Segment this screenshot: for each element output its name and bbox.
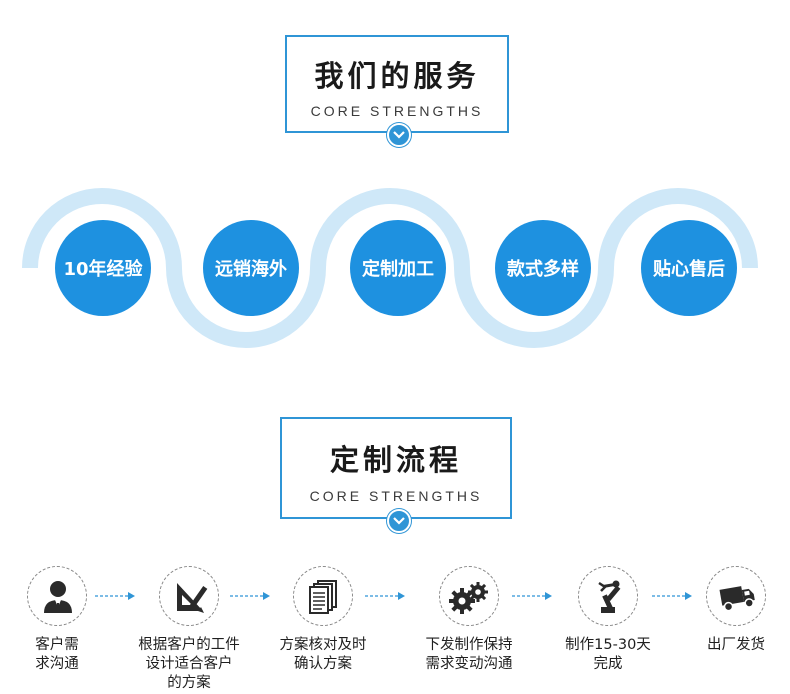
arrow-right-icon — [512, 592, 552, 600]
step-label-communication: 客户需 求沟通 — [35, 637, 79, 672]
chevron-down-icon — [387, 509, 411, 533]
chevron-down-icon — [387, 123, 411, 147]
design-tools-icon — [159, 566, 219, 626]
gears-icon — [439, 566, 499, 626]
arrow-right-icon — [230, 592, 270, 600]
step-label-production-communication: 下发制作保持 需求变动沟通 — [425, 637, 513, 672]
service-item-export: 远销海外 — [203, 220, 299, 316]
services-title-box: 我们的服务 CORE STRENGTHS — [285, 35, 509, 133]
step-label-design: 根据客户的工件 设计适合客户 的方案 — [138, 637, 240, 691]
arrow-right-icon — [652, 592, 692, 600]
service-item-custom: 定制加工 — [350, 220, 446, 316]
process-title: 定制流程 — [329, 443, 462, 477]
step-label-confirm: 方案核对及时 确认方案 — [279, 637, 367, 672]
delivery-truck-icon — [706, 566, 766, 626]
arrow-right-icon — [365, 592, 405, 600]
step-label-production-time: 制作15-30天 完成 — [565, 637, 651, 672]
person-icon — [27, 566, 87, 626]
process-subtitle: CORE STRENGTHS — [309, 488, 483, 504]
arrow-right-icon — [95, 592, 135, 600]
step-label-shipping: 出厂发货 — [707, 637, 765, 653]
documents-icon — [293, 566, 353, 626]
service-item-experience: 10年经验 — [55, 220, 151, 316]
robot-arm-icon — [578, 566, 638, 626]
process-title-box: 定制流程 CORE STRENGTHS — [280, 417, 512, 519]
services-title: 我们的服务 — [314, 59, 480, 93]
service-item-after-sales: 贴心售后 — [641, 220, 737, 316]
wave-decoration — [22, 188, 758, 348]
services-subtitle: CORE STRENGTHS — [310, 103, 484, 119]
service-item-styles: 款式多样 — [495, 220, 591, 316]
